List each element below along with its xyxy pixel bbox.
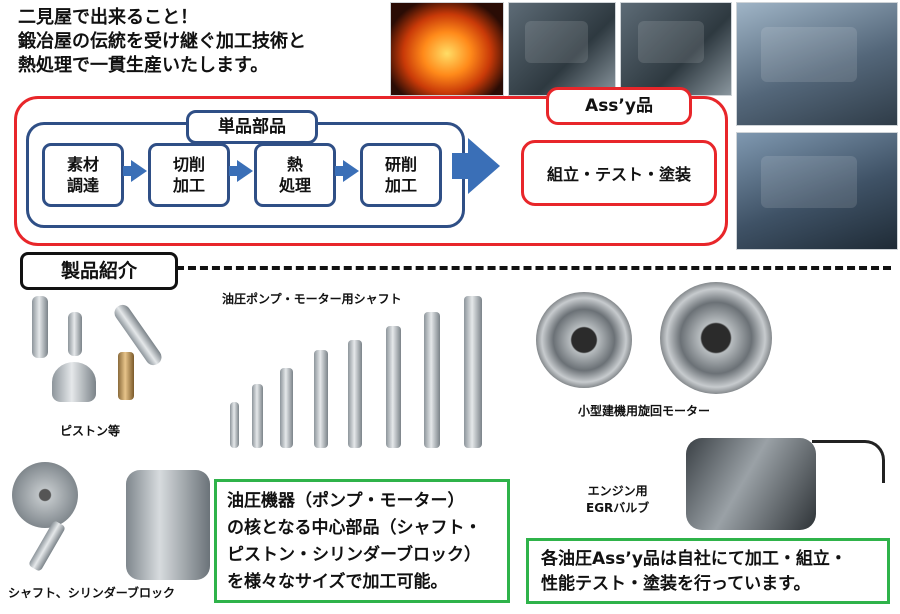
- forging-photo: [390, 2, 504, 96]
- swing-motor-large-image: [660, 282, 772, 394]
- shaft-image: [230, 402, 239, 448]
- arrow-right-icon: [123, 160, 147, 182]
- box1-line3: ピストン・シリンダーブロック）: [227, 545, 481, 565]
- step-heat-treatment: 熱処理: [254, 143, 336, 207]
- cylinder-block-small-image: [12, 462, 78, 528]
- intro-line-3: 熱処理で一貫生産いたします。: [18, 55, 269, 76]
- egr-cable-image: [812, 440, 885, 483]
- caption-shafts-cylinder: シャフト、シリンダーブロック: [8, 586, 176, 600]
- shaft-image: [386, 326, 401, 448]
- factory-photo: [736, 2, 898, 126]
- step-grinding-line1: 研削: [384, 155, 417, 174]
- step-material-line1: 素材: [66, 155, 99, 174]
- step-material: 素材調達: [42, 143, 124, 207]
- piston-part-image: [32, 296, 48, 358]
- step-cutting: 切削加工: [148, 143, 230, 207]
- caption-egr-line2: EGRバルブ: [586, 501, 650, 515]
- caption-pistons: ピストン等: [60, 424, 121, 438]
- assembly-description-box: 各油圧Ass’y品は自社にて加工・組立・ 性能テスト・塗装を行っています。: [526, 538, 890, 604]
- section-divider: [176, 266, 891, 270]
- piston-part-image: [68, 312, 82, 356]
- arrow-right-icon: [229, 160, 253, 182]
- box2-line1: 各油圧Ass’y品は自社にて加工・組立・: [541, 549, 847, 569]
- shaft-image: [348, 340, 362, 448]
- core-parts-description-box: 油圧機器（ポンプ・モーター） の核となる中心部品（シャフト・ ピストン・シリンダ…: [214, 479, 510, 603]
- brass-piston-image: [118, 352, 134, 400]
- big-arrow-right-icon: [452, 138, 500, 194]
- step-cutting-line2: 加工: [172, 176, 205, 195]
- assy-label: Ass’y品: [546, 87, 692, 125]
- step-grinding-line2: 加工: [384, 176, 417, 195]
- shaft-image: [424, 312, 440, 448]
- shaft-image: [464, 296, 482, 448]
- arrow-right-icon: [335, 160, 359, 182]
- box1-line4: を様々なサイズで加工可能。: [227, 572, 448, 592]
- step-heat-line2: 処理: [278, 176, 311, 195]
- box1-line2: の核となる中心部品（シャフト・: [227, 518, 482, 538]
- intro-line-2: 鍛冶屋の伝統を受け継ぐ加工技術と: [18, 31, 306, 52]
- process-flow-frame: [14, 96, 728, 246]
- products-section-title: 製品紹介: [20, 252, 178, 290]
- intro-text: 二見屋で出来ること！ 鍛冶屋の伝統を受け継ぐ加工技術と 熱処理で一貫生産いたしま…: [18, 6, 306, 78]
- caption-swing-motor: 小型建機用旋回モーター: [578, 404, 711, 418]
- assembly-test-paint-box: 組立・テスト・塗装: [521, 140, 717, 206]
- spherical-bushing-image: [52, 362, 96, 402]
- step-cutting-line1: 切削: [172, 155, 205, 174]
- intro-line-1: 二見屋で出来ること！: [18, 7, 198, 28]
- shaft-image: [280, 368, 293, 448]
- egr-valve-image: [686, 438, 816, 530]
- single-parts-label: 単品部品: [186, 110, 318, 144]
- assembly-worker-photo: [736, 132, 898, 250]
- step-grinding: 研削加工: [360, 143, 442, 207]
- machining-photo: [620, 2, 732, 96]
- swing-motor-small-image: [536, 292, 632, 388]
- step-heat-line1: 熱: [286, 155, 303, 174]
- step-material-line2: 調達: [66, 176, 99, 195]
- cylinder-block-large-image: [126, 470, 210, 580]
- caption-pump-shafts: 油圧ポンプ・モーター用シャフト: [222, 292, 402, 306]
- box2-line2: 性能テスト・塗装を行っています。: [541, 574, 811, 594]
- caption-egr-line1: エンジン用: [587, 484, 648, 498]
- shaft-image: [314, 350, 328, 448]
- shaft-image: [252, 384, 263, 448]
- lathe-photo: [508, 2, 616, 96]
- caption-egr: エンジン用 EGRバルブ: [586, 482, 649, 516]
- box1-line1: 油圧機器（ポンプ・モーター）: [227, 491, 465, 511]
